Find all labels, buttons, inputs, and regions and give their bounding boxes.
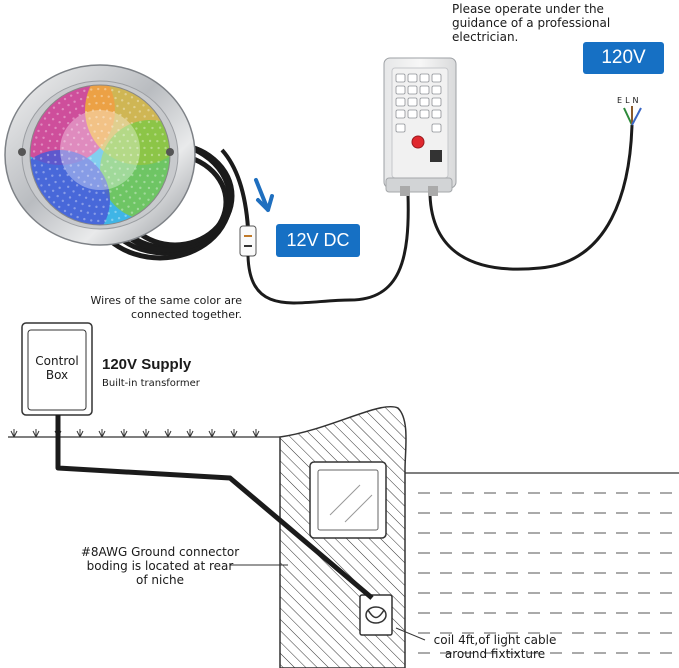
control-box-outline <box>21 322 93 416</box>
supply-subtitle: Built-in transformer <box>102 378 200 389</box>
qr-code-icon <box>430 150 442 162</box>
safety-notice-line1: Please operate under the <box>452 2 604 16</box>
ground-connector-note: #8AWG Ground connector boding is located… <box>60 545 260 587</box>
coil-note-line1: coil 4ft,of light cable <box>433 633 557 647</box>
ground-note-line1: #8AWG Ground connector <box>80 545 240 559</box>
supply-title: 120V Supply <box>102 356 192 373</box>
down-arrow-icon <box>254 178 274 212</box>
control-box-label-line2: Box <box>45 368 69 382</box>
wire-connector <box>239 225 257 257</box>
same-color-note-line2: connected together. <box>131 308 242 321</box>
mains-wire-ends <box>623 106 642 126</box>
conduit-cable <box>55 415 374 600</box>
light-cable <box>220 148 250 229</box>
water-dashes <box>418 492 672 654</box>
wire-label-n: N <box>632 96 642 105</box>
coil-note-line2: around fixtixture <box>444 647 546 661</box>
safety-notice: Please operate under the guidance of a p… <box>452 2 679 44</box>
control-box-label: Control Box <box>28 354 86 382</box>
ground-note-line2: boding is located at rear <box>86 559 234 573</box>
control-box-label-line1: Control <box>35 354 79 368</box>
same-color-note-line1: Wires of the same color are <box>90 294 242 307</box>
mains-cable <box>428 124 634 271</box>
coil-cable-note: coil 4ft,of light cable around fixtixtur… <box>420 633 570 661</box>
ground-note-line3: of niche <box>136 573 184 587</box>
power-button-icon <box>411 135 425 149</box>
grass-marks <box>10 429 260 438</box>
wire-labels: ELN <box>617 96 642 105</box>
remote-control-box <box>383 57 457 196</box>
wire-label-e: E <box>617 96 626 105</box>
light-niche <box>309 461 387 539</box>
badge-120v: 120V <box>583 42 664 74</box>
rgb-lens <box>30 85 170 225</box>
low-voltage-cable <box>246 194 410 305</box>
coil-leader-line <box>395 627 426 641</box>
safety-notice-line2: guidance of a professional electrician. <box>452 16 611 44</box>
wire-label-l: L <box>625 96 633 105</box>
badge-12v-dc: 12V DC <box>276 224 360 257</box>
pool-light-fixture <box>4 64 196 246</box>
coil-junction-box <box>359 594 393 636</box>
same-color-note: Wires of the same color are connected to… <box>62 294 242 322</box>
